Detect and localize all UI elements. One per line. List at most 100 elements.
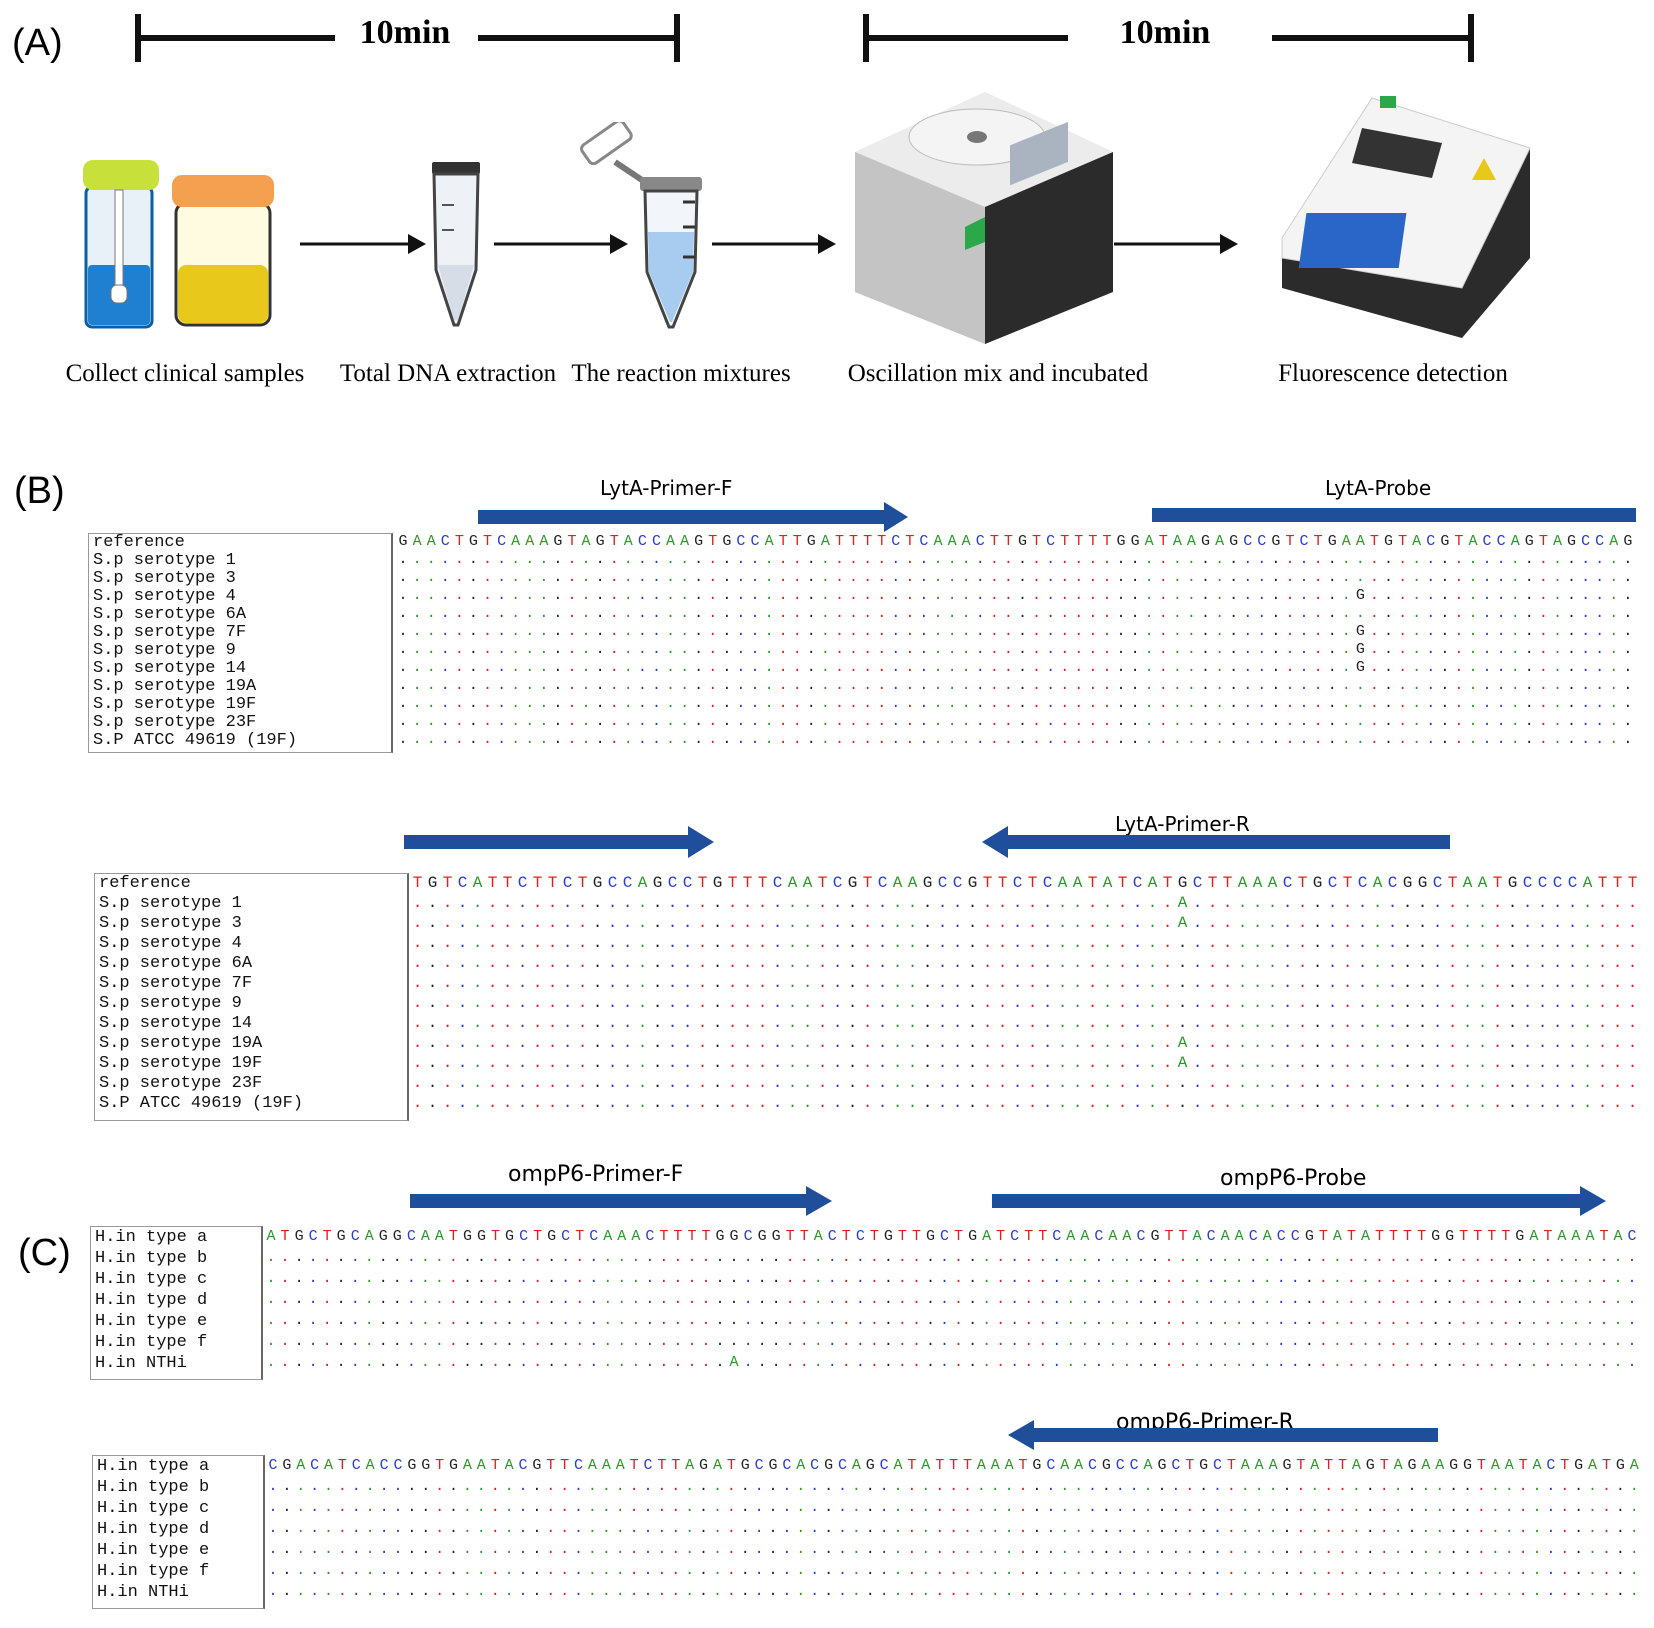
timeline-1-label: 10min <box>359 14 451 51</box>
step-collect-samples-label: Collect clinical samples <box>65 360 305 387</box>
alignment-row-name: S.p serotype 7F <box>93 623 247 642</box>
alignment-sequence-row: ........................................… <box>412 934 1638 952</box>
timeline-2-label: 10min <box>1119 14 1211 51</box>
alignment-sequence-row: ........................................… <box>268 1520 1639 1537</box>
alignment-row-name: H.in type d <box>95 1291 208 1310</box>
ompp6-primer-f-arrow-icon <box>410 1186 832 1216</box>
timeline-2-bar-left <box>863 35 1068 41</box>
alignment-sequence-row: ........................................… <box>398 551 1633 568</box>
alignment-sequence-row: ........................................… <box>398 713 1633 730</box>
alignment-row-name: H.in type e <box>97 1541 210 1560</box>
alignment-row-name: H.in type c <box>95 1270 208 1289</box>
lyta-primer-r-arrow-icon <box>982 826 1450 858</box>
alignment-row-name: H.in NTHi <box>97 1583 189 1602</box>
step-reaction-mixtures-label: The reaction mixtures <box>571 360 791 387</box>
alignment-row-name: S.p serotype 14 <box>99 1014 253 1033</box>
alignment-row-name: S.p serotype 19F <box>93 695 257 714</box>
alignment-row-name: H.in NTHi <box>95 1354 187 1373</box>
ompp6-primer-r-arrow-icon <box>1008 1420 1438 1450</box>
alignment-sequence-row: .................................A......… <box>266 1354 1637 1371</box>
alignment-row-name: S.p serotype 6A <box>99 954 253 973</box>
alignment-sequence-row: ........................................… <box>398 641 1633 658</box>
alignment-row-name: H.in type d <box>97 1520 210 1539</box>
alignment-sequence-row: ........................................… <box>268 1478 1639 1495</box>
alignment-sequence-row: ........................................… <box>398 623 1633 640</box>
alignment-sequence-row: ........................................… <box>412 1054 1638 1072</box>
lyta-probe-label: LytA-Probe <box>1325 476 1432 500</box>
alignment-sequence-row: ........................................… <box>398 605 1633 622</box>
panel-c-label: (C) <box>18 1232 71 1274</box>
alignment-row-name: H.in type f <box>95 1333 208 1352</box>
alignment-row-name: S.P ATCC 49619 (19F) <box>93 731 298 750</box>
incubator-device-icon <box>855 92 1113 344</box>
variant-base: A <box>1177 1054 1188 1072</box>
alignment-sequence-row: ........................................… <box>412 954 1638 972</box>
alignment-row-name: S.p serotype 1 <box>93 551 236 570</box>
alignment-row-name: H.in type c <box>97 1499 210 1518</box>
timeline-2-bar-right <box>1272 35 1474 41</box>
alignment-row-name: S.p serotype 19F <box>99 1054 263 1073</box>
alignment-row-name: H.in type e <box>95 1312 208 1331</box>
variant-base: G <box>1355 659 1365 676</box>
alignment-sequence-row: ........................................… <box>412 1034 1638 1052</box>
alignment-sequence-row: ........................................… <box>268 1499 1639 1516</box>
ompp6-probe-arrow-icon <box>992 1186 1606 1216</box>
alignment-row-name: S.p serotype 19A <box>93 677 257 696</box>
alignment-sequence-row: ........................................… <box>266 1333 1637 1350</box>
step-fluorescence-detection-label: Fluorescence detection <box>1278 360 1508 387</box>
alignment-sequence-row: ........................................… <box>268 1541 1639 1558</box>
alignment-row-name: H.in type a <box>97 1457 210 1476</box>
ompp6-primer-f-label: ompP6-Primer-F <box>508 1162 684 1187</box>
fluorescence-detector-icon <box>1281 96 1531 338</box>
alignment-sequence-row: ........................................… <box>412 994 1638 1012</box>
extraction-tube-icon <box>432 162 480 327</box>
alignment-c2-names: H.in type a H.in type b H.in type c H.in ty… <box>92 1455 265 1609</box>
alignment-row-name: S.p serotype 23F <box>99 1074 263 1093</box>
alignment-sequence-row: ........................................… <box>398 695 1633 712</box>
alignment-sequence-row: ........................................… <box>266 1249 1637 1266</box>
variant-base: A <box>1177 914 1188 932</box>
alignment-sequence-row: ........................................… <box>412 1094 1638 1112</box>
alignment-row-name: S.p serotype 14 <box>93 659 247 678</box>
alignment-sequence-row: ........................................… <box>266 1291 1637 1308</box>
variant-base: A <box>729 1354 739 1371</box>
flow-arrow-2-icon <box>494 234 628 254</box>
alignment-row-name: S.P ATCC 49619 (19F) <box>99 1094 304 1113</box>
lyta-primer-f-arrow-icon <box>478 502 908 532</box>
variant-base: G <box>1355 587 1365 604</box>
alignment-sequence-row: ........................................… <box>398 731 1633 748</box>
alignment-row-name: H.in type a <box>95 1228 208 1247</box>
alignment-row-name: S.p serotype 3 <box>99 914 242 933</box>
variant-base: G <box>1355 641 1365 658</box>
flow-arrow-4-icon <box>1114 234 1238 254</box>
flow-arrow-3-icon <box>712 234 836 254</box>
timeline-2-right-cap <box>1468 14 1474 62</box>
alignment-sequence-row: ........................................… <box>412 1014 1638 1032</box>
step-oscillation-incubation-label: Oscillation mix and incubated <box>847 360 1149 387</box>
alignment-row-name: S.p serotype 4 <box>99 934 242 953</box>
panel-a-label: (A) <box>12 22 63 64</box>
ompp6-probe-label: ompP6-Probe <box>1220 1166 1367 1191</box>
alignment-row-name: S.p serotype 9 <box>93 641 236 660</box>
reaction-tube-icon <box>580 122 702 329</box>
timeline-1-right-cap <box>674 14 680 62</box>
alignment-sequence-row: ........................................… <box>398 677 1633 694</box>
alignment-sequence-row: ........................................… <box>412 974 1638 992</box>
alignment-row-name: S.p serotype 1 <box>99 894 242 913</box>
alignment-sequence-row: ........................................… <box>268 1562 1639 1579</box>
alignment-row-name: S.p serotype 3 <box>93 569 236 588</box>
alignment-row-name: H.in type b <box>97 1478 210 1497</box>
lyta-primer-r-label: LytA-Primer-R <box>1115 812 1250 836</box>
alignment-sequence-row: ........................................… <box>398 659 1633 676</box>
alignment-row-name: S.p serotype 6A <box>93 605 247 624</box>
panel-b-label: (B) <box>14 470 65 512</box>
lyta-primer-f-label: LytA-Primer-F <box>600 476 733 500</box>
